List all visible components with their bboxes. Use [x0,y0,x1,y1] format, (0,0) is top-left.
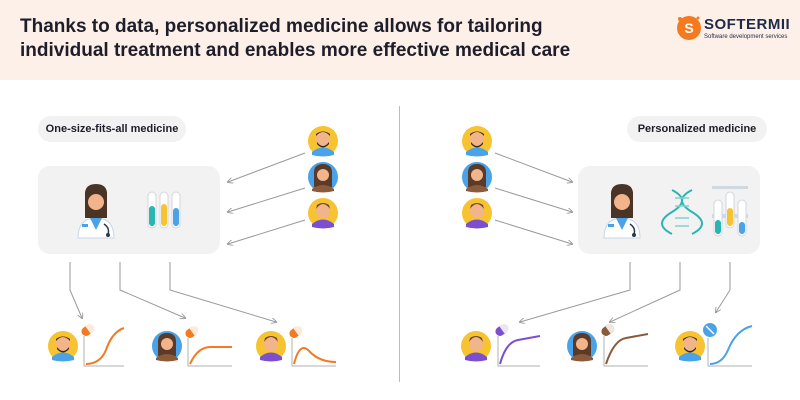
outcome-person-avatar [48,331,78,362]
right-outcome-2 [567,322,649,367]
arrow-to-outcome-3 [169,262,276,322]
left-person-2-avatar [308,162,338,193]
pill-icon [183,324,201,340]
svg-text:S: S [684,20,693,36]
right-person-1-avatar [462,126,492,157]
arrow-person3-to-personal-panel [494,219,572,244]
left-person-1-avatar [308,126,338,157]
personalized-label: Personalized medicine [627,116,767,142]
arrow-person1-to-personal-panel [494,152,572,182]
outcome-person-avatar [256,331,286,362]
arrow-to-personal-outcome-3 [716,262,731,312]
dna-icon [661,189,703,235]
arrow-person1-to-panel [228,152,306,182]
pill-icon [601,322,617,336]
arrow-person2-to-panel [228,187,306,212]
right-outcome-1 [461,322,541,367]
left-outcome-2 [152,324,232,367]
right-outcome-3 [675,323,753,367]
arrow-person2-to-personal-panel [494,187,572,212]
right-person-3-avatar [462,198,492,229]
center-divider [399,106,400,382]
logo-tagline: Software development services [704,34,788,40]
doctor-icon [603,183,641,239]
page-title: Thanks to data, personalized medicine al… [20,16,571,61]
pill-icon [287,324,305,340]
outcome-person-avatar [152,331,182,362]
arrow-to-outcome-2 [119,262,185,318]
softermii-logo: S SOFTERMII Software development service… [676,15,796,45]
pill-icon [495,322,511,336]
left-outcome-3 [256,324,337,367]
logo-name: SOFTERMII [704,16,791,33]
doctor-icon [77,183,115,239]
arrow-to-personal-outcome-1 [520,262,631,322]
header-banner [0,0,800,80]
arrow-to-personal-outcome-2 [610,262,681,322]
arrow-to-outcome-1 [69,262,82,318]
right-person-2-avatar [462,162,492,193]
outcome-person-avatar [675,331,705,362]
left-person-3-avatar [308,198,338,229]
one-size-label: One-size-fits-all medicine [38,116,186,142]
outcome-person-avatar [461,331,491,362]
outcome-person-avatar [567,331,597,362]
one-size-treatment-panel [38,166,220,254]
test-tube-rack-icon [712,186,748,237]
arrow-person3-to-panel [228,219,306,244]
softermii-logo-icon: S [677,16,701,40]
test-tubes-icon [147,191,181,229]
left-outcome-1 [48,322,125,367]
pill-icon [79,322,97,338]
pill-icon [703,323,717,337]
